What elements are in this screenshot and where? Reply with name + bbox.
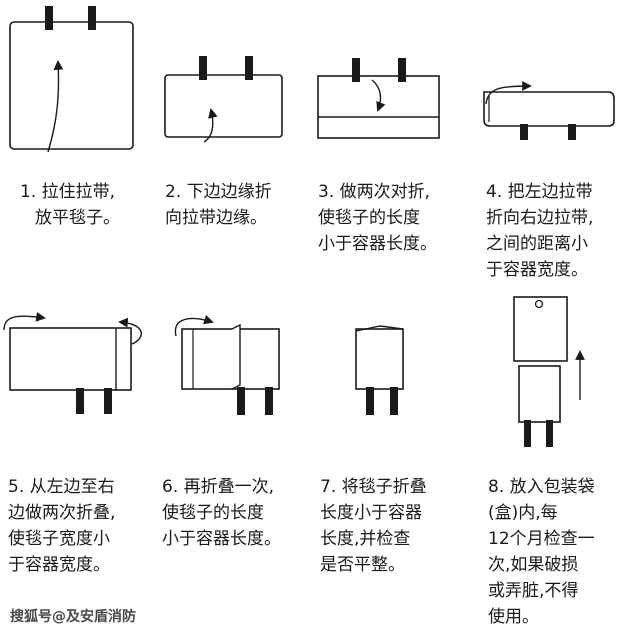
- blanket-body: [9, 327, 132, 391]
- caption-line: 12个月检查一: [488, 529, 595, 549]
- caption-line: 4. 把左边拉带: [486, 182, 593, 202]
- watermark: 搜狐号@及安盾消防: [10, 609, 136, 625]
- caption-line: 使用。: [488, 607, 539, 627]
- pull-strap-right: [245, 56, 253, 80]
- step-1-caption: 1. 拉住拉带, 放平毯子。: [20, 179, 120, 231]
- pull-strap-right: [104, 388, 112, 414]
- caption-line: 小于容器长度。: [318, 234, 437, 254]
- pull-strap-left: [366, 387, 374, 415]
- pull-strap-left: [199, 56, 207, 80]
- pull-strap-right: [88, 6, 96, 30]
- blanket-folded-strip: [483, 91, 615, 127]
- blanket-folded-final: [518, 365, 561, 423]
- pull-strap-right: [546, 420, 553, 447]
- caption-line: 放平毯子。: [35, 208, 120, 228]
- pull-strap-left: [237, 387, 245, 415]
- caption-line: 6. 再折叠一次,: [162, 477, 275, 497]
- pull-strap-left: [520, 124, 528, 140]
- caption-line: 长度小于容器: [320, 503, 422, 523]
- step-8-illustration: [513, 296, 585, 447]
- caption-line: 于容器宽度。: [486, 260, 588, 280]
- caption-line: 边做两次折叠,: [8, 503, 116, 523]
- step-5-illustration: [3, 312, 142, 414]
- blanket-folded-final: [355, 328, 404, 390]
- caption-line: 向拉带边缘。: [165, 208, 267, 228]
- pull-strap-left: [352, 58, 360, 82]
- folded-flap: [231, 323, 241, 390]
- blanket-folded-half: [164, 74, 283, 138]
- caption-line: 5. 从左边至右: [8, 477, 115, 497]
- caption-line: 折向右边拉带,: [486, 208, 594, 228]
- step-7-caption: 7. 将毯子折叠 长度小于容器 长度,并检查 是否平整。: [320, 474, 427, 578]
- step-2-caption: 2. 下边边缘折 向拉带边缘。: [165, 179, 272, 231]
- caption-line: 之间的距离小: [486, 234, 588, 254]
- step-4-caption: 4. 把左边拉带 折向右边拉带, 之间的距离小 于容器宽度。: [486, 179, 593, 283]
- fold-left-arrow: [118, 317, 142, 345]
- pull-strap-left: [76, 388, 84, 414]
- caption-line: 7. 将毯子折叠: [320, 477, 427, 497]
- step-1-illustration: [9, 6, 134, 153]
- caption-line: 小于容器长度。: [162, 529, 281, 549]
- fold-right-arrow: [485, 81, 532, 105]
- caption-line: 3. 做两次对折,: [318, 182, 431, 202]
- caption-line: (盒)内,每: [488, 503, 558, 523]
- step-6-caption: 6. 再折叠一次, 使毯子的长度 小于容器长度。: [162, 474, 281, 552]
- fold-up-arrow: [203, 108, 218, 143]
- caption-line: 使毯子的长度: [318, 208, 420, 228]
- fold-down-arrow: [371, 79, 386, 112]
- caption-line: 1. 拉住拉带,: [20, 182, 116, 202]
- blanket-flat: [9, 21, 134, 150]
- pull-strap-left: [524, 420, 531, 447]
- step-6-illustration: [174, 314, 280, 415]
- fold-right-arrow: [3, 312, 46, 331]
- caption-line: 是否平整。: [320, 555, 405, 575]
- caption-line: 8. 放入包装袋: [488, 477, 595, 497]
- step-5-caption: 5. 从左边至右 边做两次折叠, 使毯子宽度小 于容器宽度。: [8, 474, 115, 578]
- pull-strap-right: [568, 124, 576, 140]
- folded-flap: [355, 325, 404, 332]
- step-3-illustration: [317, 58, 440, 139]
- step-3-caption: 3. 做两次对折, 使毯子的长度 小于容器长度。: [318, 179, 437, 257]
- step-2-illustration: [164, 56, 283, 143]
- caption-line: 2. 下边边缘折: [165, 182, 272, 202]
- caption-line: 次,如果破损: [488, 555, 579, 575]
- blanket-body: [181, 328, 280, 390]
- pull-strap-right: [265, 387, 273, 415]
- pull-strap-right: [398, 58, 406, 82]
- pull-strap-left: [45, 6, 53, 30]
- step-8-caption: 8. 放入包装袋 (盒)内,每 12个月检查一 次,如果破损 或弄脏,不得 使用…: [488, 474, 595, 630]
- fold-right-arrow: [174, 314, 214, 337]
- caption-line: 长度,并检查: [320, 529, 411, 549]
- step-7-illustration: [355, 325, 404, 415]
- caption-line: 使毯子宽度小: [8, 529, 110, 549]
- step-4-illustration: [483, 81, 615, 140]
- fold-up-arrow: [47, 60, 64, 153]
- caption-line: 或弄脏,不得: [488, 581, 579, 601]
- caption-line: 于容器宽度。: [8, 555, 110, 575]
- pull-strap-right: [390, 387, 398, 415]
- hang-hole: [534, 299, 544, 309]
- caption-line: 使毯子的长度: [162, 503, 264, 523]
